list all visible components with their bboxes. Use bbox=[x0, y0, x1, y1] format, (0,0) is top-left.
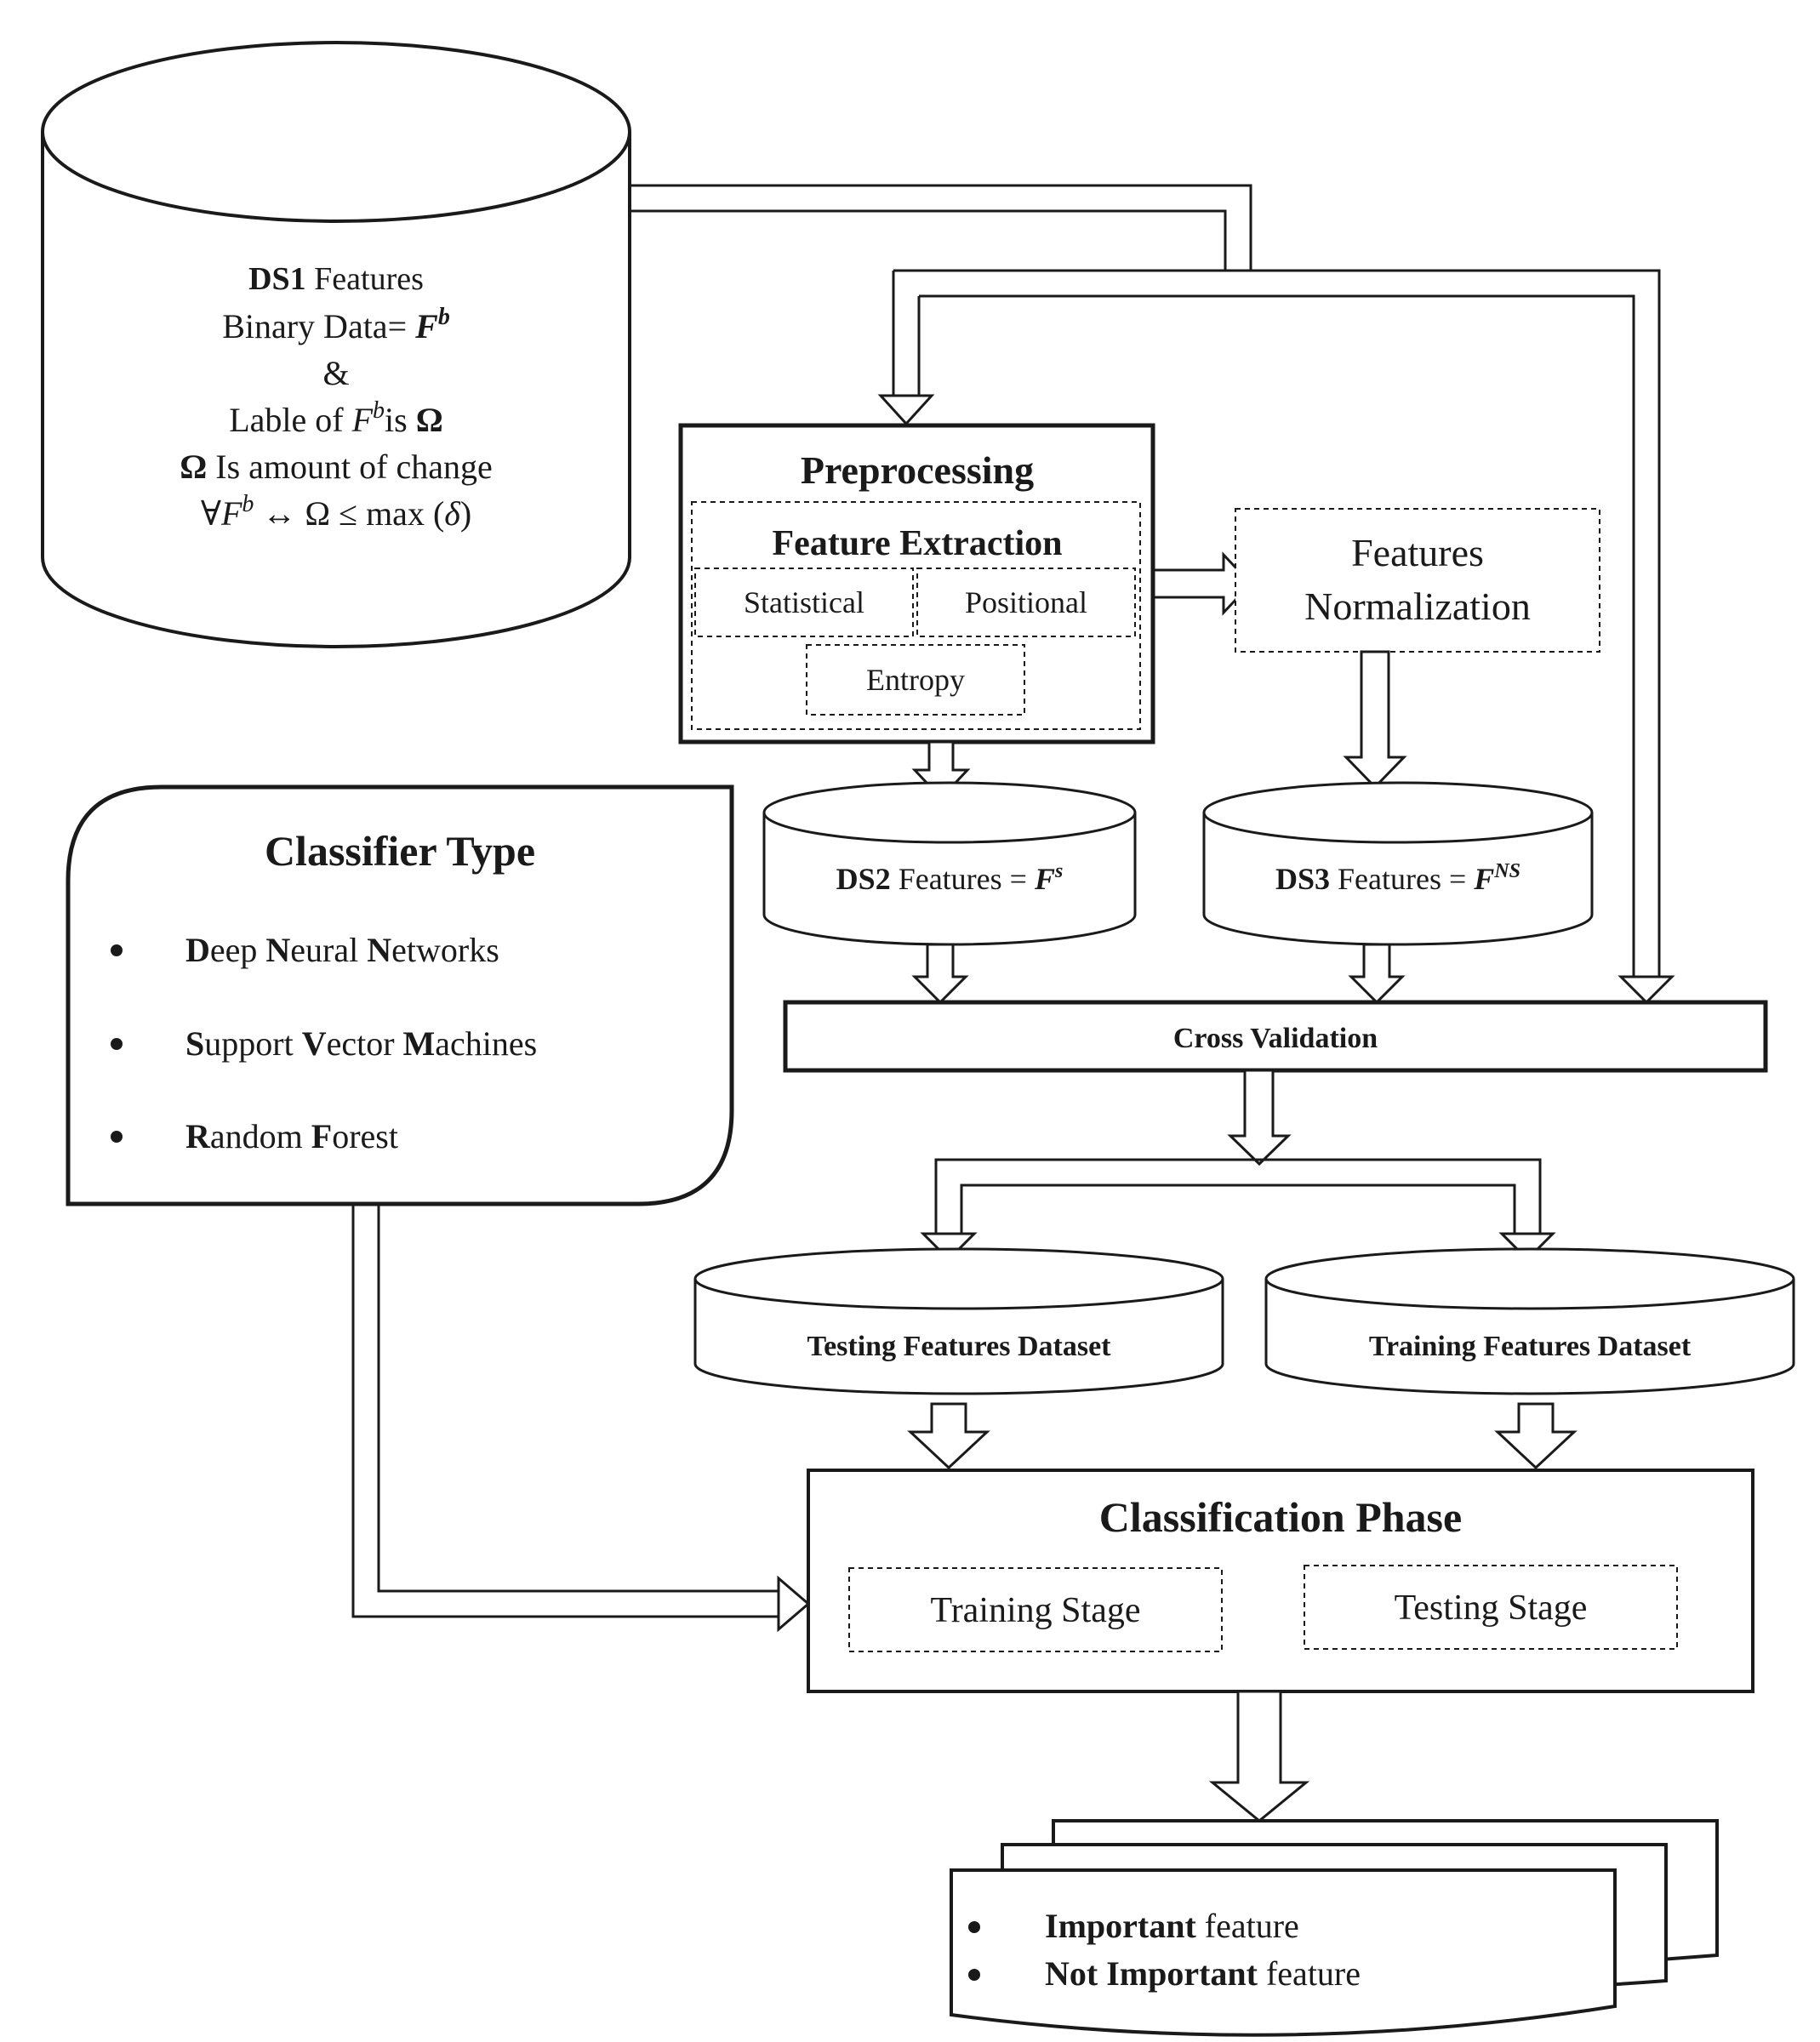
arrowhead-to-testing bbox=[920, 1232, 978, 1262]
feature-extraction-box bbox=[691, 501, 1141, 730]
ds1-line-4: Lable of Fbis Ω bbox=[229, 397, 443, 439]
arrow-classifier-to-classification bbox=[351, 1204, 779, 1618]
bullet-icon bbox=[968, 1969, 980, 1981]
training-dataset-cylinder bbox=[1264, 1247, 1795, 1395]
entropy-label: Entropy bbox=[866, 663, 965, 697]
ds1-label-bold: DS1 bbox=[248, 261, 306, 297]
ds3-label: DS3 Features = FNS bbox=[1275, 860, 1520, 896]
cross-validation-box bbox=[783, 1000, 1768, 1073]
preprocessing-title: Preprocessing bbox=[801, 448, 1034, 492]
arrow-from-cross-validation bbox=[1227, 1069, 1292, 1166]
testing-stage-label: Testing Stage bbox=[1395, 1589, 1588, 1628]
bullet-icon bbox=[111, 1038, 123, 1050]
classifier-item-dnn: Deep Neural Networks bbox=[185, 931, 499, 969]
arrow-to-ds3 bbox=[1343, 650, 1407, 790]
classification-phase-title: Classification Phase bbox=[1099, 1493, 1462, 1541]
classifier-item-svm: Support Vector Machines bbox=[185, 1024, 537, 1063]
classifier-type-title: Classifier Type bbox=[265, 827, 535, 875]
entropy-box bbox=[806, 644, 1025, 716]
output-item-not-important: Not Important feature bbox=[1045, 1954, 1361, 1993]
bullet-icon bbox=[968, 1921, 980, 1933]
training-stage-label: Training Stage bbox=[931, 1591, 1141, 1630]
classifier-item-rf: Random Forest bbox=[185, 1117, 398, 1155]
testing-dataset-cylinder bbox=[693, 1247, 1224, 1395]
bullet-icon bbox=[111, 944, 123, 956]
testing-stage-box bbox=[1304, 1565, 1678, 1650]
ds1-line-2: Binary Data= Fb bbox=[222, 304, 450, 345]
statistical-label: Statistical bbox=[744, 585, 864, 619]
arrow-to-output bbox=[1208, 1690, 1310, 1822]
bullet-icon bbox=[111, 1131, 123, 1143]
ds1-line-1: DS1 Features bbox=[248, 261, 424, 297]
ds2-label: DS2 Features = Fs bbox=[836, 860, 1064, 896]
normalization-line-1: Features bbox=[1351, 531, 1484, 574]
cross-validation-label: Cross Validation bbox=[1173, 1023, 1378, 1054]
arrowhead-to-training bbox=[1498, 1232, 1556, 1262]
ds1-database bbox=[41, 41, 631, 648]
arrow-ds2-to-cross-validation bbox=[911, 943, 969, 1005]
ds1-line-6: ∀Fb ↔ Ω ≤ max (δ) bbox=[201, 491, 471, 533]
arrow-ds3-to-cross-validation bbox=[1348, 943, 1406, 1005]
classification-phase-box bbox=[807, 1469, 1754, 1693]
normalization-box bbox=[1235, 508, 1600, 653]
ds1-line-5: Ω Is amount of change bbox=[180, 448, 492, 486]
normalization-line-2: Normalization bbox=[1304, 585, 1531, 628]
positional-label: Positional bbox=[965, 585, 1087, 619]
arrow-training-to-classification bbox=[1494, 1402, 1578, 1470]
feature-extraction-title: Feature Extraction bbox=[773, 524, 1063, 563]
ds3-database bbox=[1202, 781, 1594, 946]
ds1-distribution-arrow bbox=[630, 184, 1661, 977]
training-stage-box bbox=[848, 1567, 1223, 1652]
testing-dataset-label: Testing Features Dataset bbox=[807, 1331, 1112, 1362]
arrowhead-to-preprocessing bbox=[877, 394, 935, 426]
classifier-type-box bbox=[66, 784, 734, 1206]
statistical-box bbox=[694, 568, 914, 637]
ds1-line-3: & bbox=[322, 354, 349, 392]
arrow-testing-to-classification bbox=[907, 1402, 990, 1470]
output-documents bbox=[950, 1819, 1719, 2037]
arrowhead-to-classification bbox=[777, 1575, 811, 1633]
arrowhead-to-cross-validation bbox=[1617, 975, 1675, 1005]
output-item-important: Important feature bbox=[1045, 1907, 1299, 1945]
split-connector bbox=[934, 1158, 1542, 1234]
positional-box bbox=[916, 568, 1136, 637]
training-dataset-label: Training Features Dataset bbox=[1369, 1331, 1692, 1362]
